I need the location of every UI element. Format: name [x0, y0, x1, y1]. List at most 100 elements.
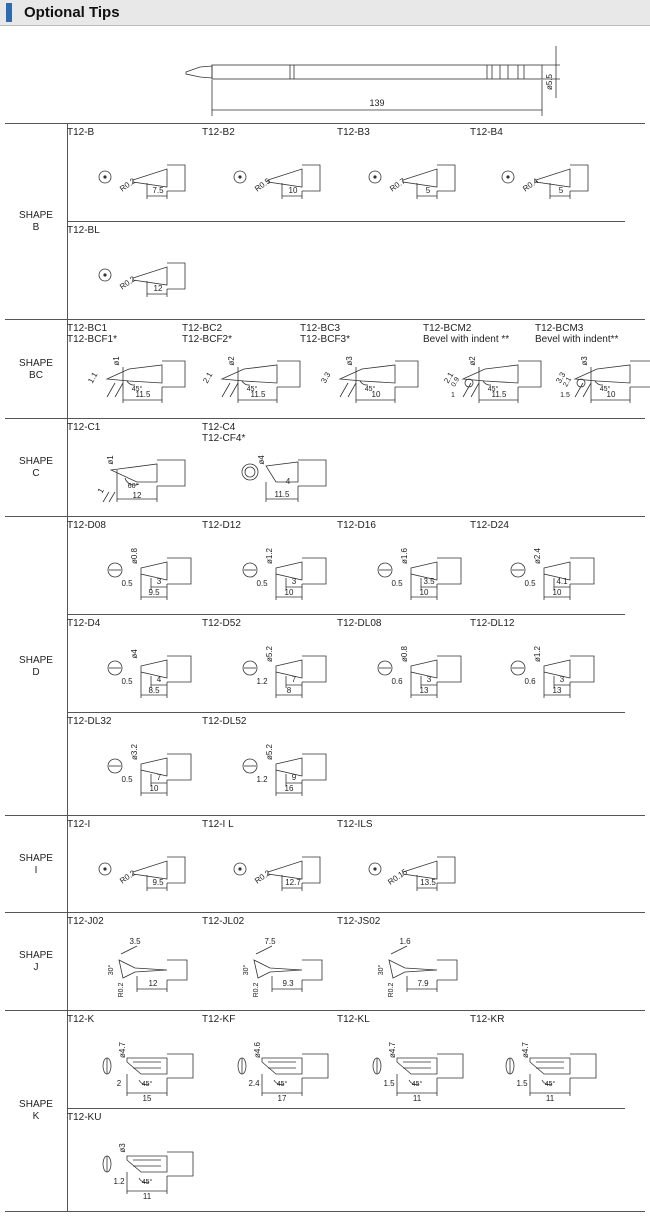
tip-name-line: T12-DL32: [67, 716, 112, 727]
length-label: 7.9: [417, 979, 429, 988]
chisel-length-label: 3: [157, 577, 162, 586]
diameter-label: ø1: [106, 455, 115, 465]
tip-model-name: T12-KL: [337, 1014, 370, 1025]
tip-name-line: T12-KR: [470, 1014, 505, 1025]
chisel-length-label: 3: [560, 675, 565, 684]
length-label: 7.5: [152, 186, 164, 195]
tip-model-name: T12-C1: [67, 422, 100, 433]
tip-name-line: T12-BCF3*: [300, 334, 351, 345]
diameter-label: ø0.8: [130, 547, 139, 564]
radius-label: R0.2: [253, 868, 272, 885]
section-label-line: K: [32, 1111, 40, 1122]
tip-model-name: T12-D4: [67, 618, 100, 629]
radius-label: R0.2: [118, 868, 137, 885]
angle-label: 45°: [132, 385, 143, 393]
section-label-line: SHAPE: [19, 357, 53, 369]
length-label: 11.5: [251, 390, 267, 399]
length-label: 10: [289, 186, 298, 195]
radius-label: R0.2: [118, 983, 125, 998]
overall-length-label: 139: [369, 98, 384, 108]
page-title: Optional Tips: [24, 4, 120, 21]
section-divider: [67, 517, 68, 816]
length-label: 13: [420, 686, 429, 695]
width-label: 0.5: [391, 579, 403, 588]
diameter-label: ø3: [580, 356, 589, 366]
tip-name-line: T12-C4: [202, 422, 236, 433]
width-label: 1.5: [516, 1079, 528, 1088]
radius-label: R0.4: [521, 176, 540, 193]
chisel-length-label: 3: [292, 577, 297, 586]
length-label: 11: [413, 1094, 422, 1103]
tip-name-line: T12-J02: [67, 916, 104, 927]
width-label: 1.2: [256, 775, 268, 784]
length-label: 13: [553, 686, 562, 695]
chisel-length-label: 3.5: [423, 577, 435, 586]
section-label-line: SHAPE: [19, 654, 53, 666]
row-separator: [67, 614, 625, 615]
tip-model-name: T12-D52: [202, 618, 241, 629]
width-label: 2: [117, 1079, 122, 1088]
section-divider: [67, 419, 68, 517]
length-label: 11.5: [492, 390, 508, 399]
tip-name-line: T12-B: [67, 127, 95, 138]
length-label: 10: [372, 390, 381, 399]
section-divider: [67, 320, 68, 419]
angle-label: 30°: [242, 965, 250, 976]
tip-name-line: T12-BC3: [300, 323, 341, 334]
diameter-label: ø4.7: [521, 1041, 530, 1058]
length-label: 12: [133, 491, 142, 500]
radius-label: R0.7: [388, 176, 407, 193]
flat-length-label: 4: [286, 477, 291, 486]
section-label-line: BC: [29, 369, 43, 381]
angle-label: 45°: [600, 385, 611, 393]
depth-label: 1.5: [560, 392, 570, 399]
length-label: 9.5: [152, 878, 164, 887]
tip-model-name: T12-DL52: [202, 716, 246, 727]
tip-name-line: T12-KL: [337, 1014, 370, 1025]
tip-drawing: ø22.145°11.5: [201, 356, 301, 403]
tip-model-name: T12-KF: [202, 1014, 235, 1025]
length-label: 12: [154, 284, 163, 293]
angle-label: 30°: [107, 965, 115, 976]
radius-label: R0.2: [253, 983, 260, 998]
diameter-label: ø4: [130, 649, 139, 659]
chisel-length-label: 7: [157, 773, 162, 782]
section-label-line: J: [33, 962, 39, 973]
cut-label: 2.1: [201, 370, 215, 385]
length-label: 5: [426, 186, 431, 195]
header-accent-bar: [6, 3, 12, 22]
diameter-label: ø4.7: [388, 1041, 397, 1058]
length-label: 8: [287, 686, 292, 695]
length-label: 11: [143, 1192, 152, 1201]
tip-drawing: R0.7 5: [368, 164, 456, 199]
length-label: 17: [278, 1094, 287, 1103]
tip-drawing: ø11.145°11.5: [86, 356, 186, 403]
